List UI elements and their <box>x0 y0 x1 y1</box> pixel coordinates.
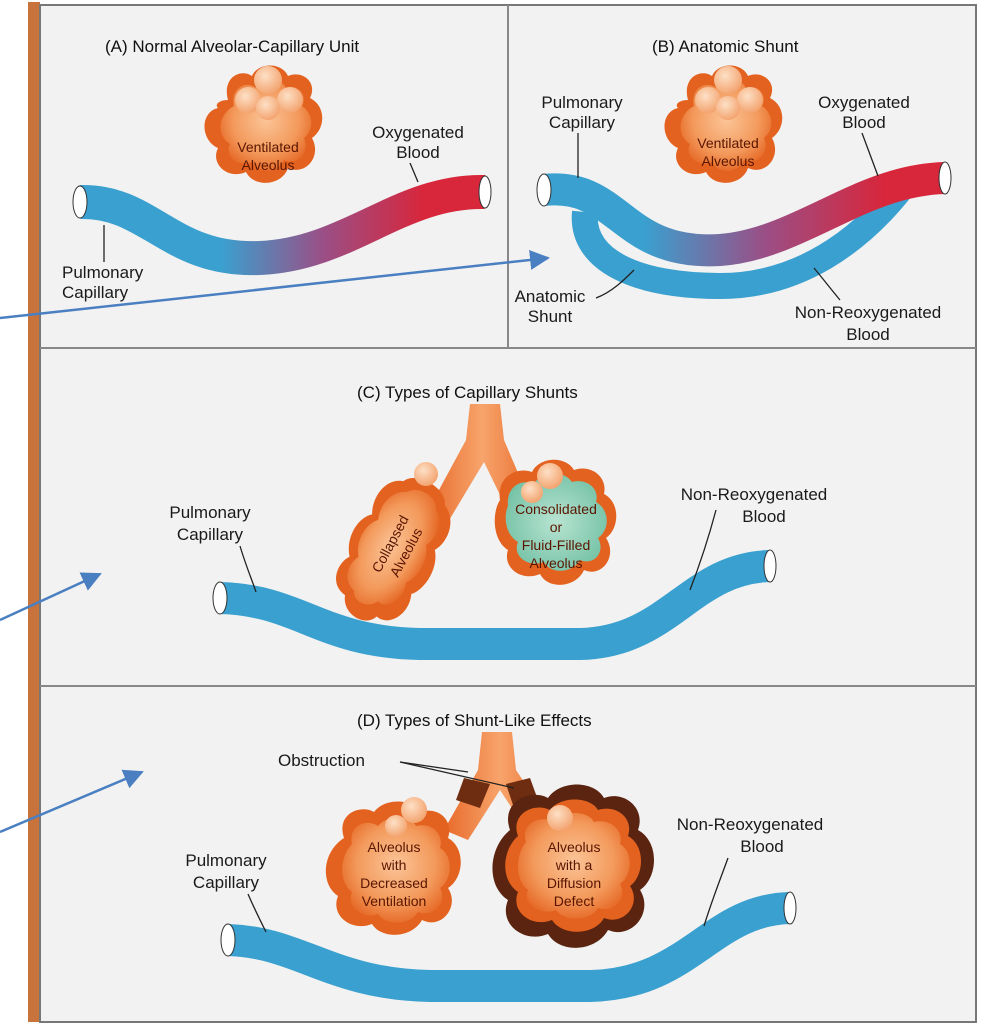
panel-d-diffusion-line3: Diffusion <box>547 875 601 891</box>
panel-d-diffusion-line1: Alveolus <box>548 839 601 855</box>
panel-b-title: (B) Anatomic Shunt <box>652 37 799 56</box>
panel-d-capillary-line1: Pulmonary <box>185 851 267 870</box>
panel-d-decreased-line4: Ventilation <box>362 893 427 909</box>
panel-b-oxygenated-line2: Blood <box>842 113 885 132</box>
panel-a-alveolus-line1: Ventilated <box>237 139 299 155</box>
panel-d-diffusion-line4: Defect <box>554 893 595 909</box>
panel-d-nonreox-line1: Non-Reoxygenated <box>677 815 823 834</box>
panel-a-oxygenated-line2: Blood <box>396 143 439 162</box>
panel-d-nonreox-line2: Blood <box>740 837 783 856</box>
panel-c-capillary-line1: Pulmonary <box>169 503 251 522</box>
panel-d-decreased-line1: Alveolus <box>368 839 421 855</box>
panel-c-title: (C) Types of Capillary Shunts <box>357 383 578 402</box>
panel-d-decreased-line2: with <box>381 857 407 873</box>
panel-c-consolidated-line2: or <box>550 519 563 535</box>
panel-d-title: (D) Types of Shunt-Like Effects <box>357 711 592 730</box>
panel-c-consolidated-line3: Fluid-Filled <box>522 537 590 553</box>
panel-a-alveolus-line2: Alveolus <box>242 157 295 173</box>
panel-b-capillary-line1: Pulmonary <box>541 93 623 112</box>
panel-b-alveolus-line2: Alveolus <box>702 153 755 169</box>
panel-a-capillary-line2: Capillary <box>62 283 129 302</box>
panel-d-capillary-line2: Capillary <box>193 873 260 892</box>
panel-a-oxygenated-line1: Oxygenated <box>372 123 464 142</box>
panel-b-nonreox-line1: Non-Reoxygenated <box>795 303 941 322</box>
panel-a-title: (A) Normal Alveolar-Capillary Unit <box>105 37 359 56</box>
panel-d-obstruction-label: Obstruction <box>278 751 365 770</box>
panel-c-capillary-line2: Capillary <box>177 525 244 544</box>
panel-b-shunt-line2: Shunt <box>528 307 573 326</box>
panel-a-capillary-line1: Pulmonary <box>62 263 144 282</box>
panel-d-diffusion-line2: with a <box>555 857 593 873</box>
panel-c-consolidated-line4: Alveolus <box>530 555 583 571</box>
panel-c-consolidated-line1: Consolidated <box>515 501 597 517</box>
panel-d-decreased-line3: Decreased <box>360 875 428 891</box>
panel-c-nonreox-line1: Non-Reoxygenated <box>681 485 827 504</box>
panel-b-shunt-line1: Anatomic <box>515 287 586 306</box>
panel-b-nonreox-line2: Blood <box>846 325 889 344</box>
panel-b-capillary-line2: Capillary <box>549 113 616 132</box>
panel-c-nonreox-line2: Blood <box>742 507 785 526</box>
panel-b-oxygenated-line1: Oxygenated <box>818 93 910 112</box>
left-bar <box>28 2 40 1022</box>
panel-b-alveolus-line1: Ventilated <box>697 135 759 151</box>
